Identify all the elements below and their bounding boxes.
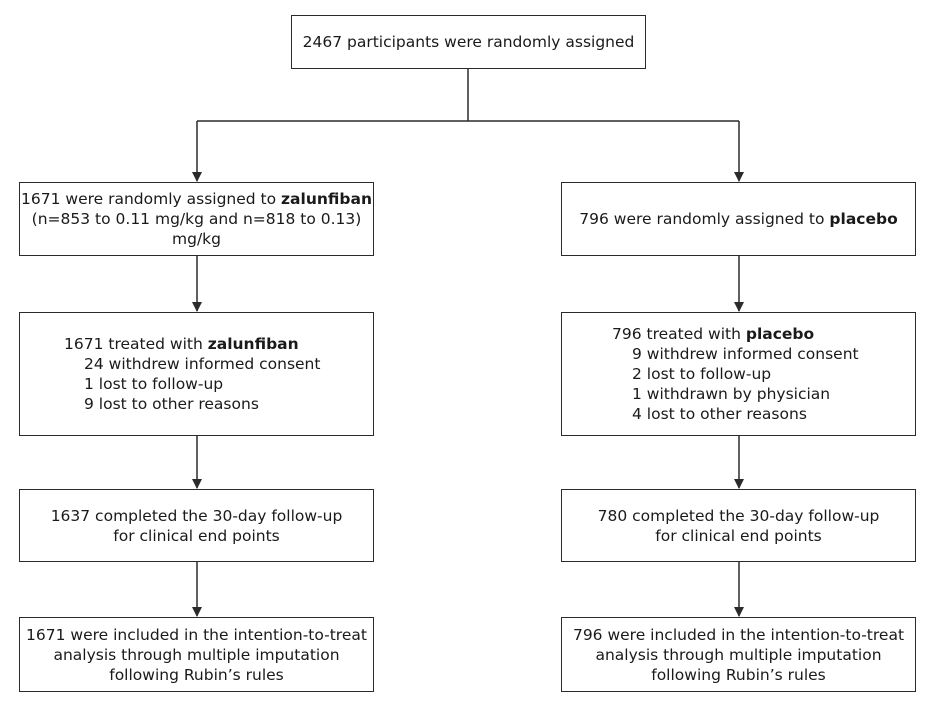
left-included-line1: 1671 were included in the intention-to-t… <box>26 625 367 644</box>
right-treated-item: 2 lost to follow-up <box>632 365 772 383</box>
left-assign-line1: 1671 were randomly assigned to zalunfiba… <box>21 189 372 209</box>
right-completed-box: 780 completed the 30-day follow-up for c… <box>561 489 916 562</box>
right-treated-item: 9 withdrew informed consent <box>632 345 859 363</box>
right-included-box: 796 were included in the intention-to-tr… <box>561 617 916 692</box>
right-treated-header: 796 treated with placebo <box>612 324 915 344</box>
right-completed-line2: for clinical end points <box>655 526 822 545</box>
left-treated-header: 1671 treated with zalunfiban <box>64 334 373 354</box>
left-completed-box: 1637 completed the 30-day follow-up for … <box>19 489 374 562</box>
right-treated-item: 1 withdrawn by physician <box>632 385 831 403</box>
right-treated-item: 4 lost to other reasons <box>632 405 807 423</box>
right-included-line1: 796 were included in the intention-to-tr… <box>572 625 905 644</box>
left-included-box: 1671 were included in the intention-to-t… <box>19 617 374 692</box>
root-box: 2467 participants were randomly assigned <box>291 15 646 69</box>
left-included-line2: analysis through multiple imputation <box>53 645 340 664</box>
left-assign-line3: mg/kg <box>172 230 221 248</box>
left-completed-line2: for clinical end points <box>113 526 280 545</box>
left-assign-drug: zalunfiban <box>281 190 372 208</box>
left-assign-box: 1671 were randomly assigned to zalunfiba… <box>19 182 374 256</box>
right-assign-box: 796 were randomly assigned to placebo <box>561 182 916 256</box>
left-completed-line1: 1637 completed the 30-day follow-up <box>50 506 343 525</box>
left-treated-item: 9 lost to other reasons <box>84 395 259 413</box>
right-assign-line1: 796 were randomly assigned to placebo <box>579 209 897 229</box>
left-treated-drug: zalunfiban <box>207 335 299 353</box>
left-treated-prefix: 1671 treated with <box>64 335 208 353</box>
right-treated-box: 796 treated with placebo 9 withdrew info… <box>561 312 916 436</box>
right-included-line3: following Rubin’s rules <box>651 665 826 684</box>
left-treated-item: 1 lost to follow-up <box>84 375 224 393</box>
left-assign-prefix: 1671 were randomly assigned to <box>21 190 282 208</box>
right-treated-prefix: 796 treated with <box>612 325 746 343</box>
right-assign-prefix: 796 were randomly assigned to <box>579 210 830 228</box>
left-included-line3: following Rubin’s rules <box>109 665 284 684</box>
root-text: 2467 participants were randomly assigned <box>302 33 635 51</box>
left-assign-line2: (n=853 to 0.11 mg/kg and n=818 to 0.13) <box>31 210 362 228</box>
right-included-line2: analysis through multiple imputation <box>595 645 882 664</box>
right-treated-drug: placebo <box>745 325 815 343</box>
left-treated-item: 24 withdrew informed consent <box>84 355 321 373</box>
right-assign-drug: placebo <box>829 210 898 228</box>
left-treated-box: 1671 treated with zalunfiban 24 withdrew… <box>19 312 374 436</box>
right-completed-line1: 780 completed the 30-day follow-up <box>597 506 880 525</box>
